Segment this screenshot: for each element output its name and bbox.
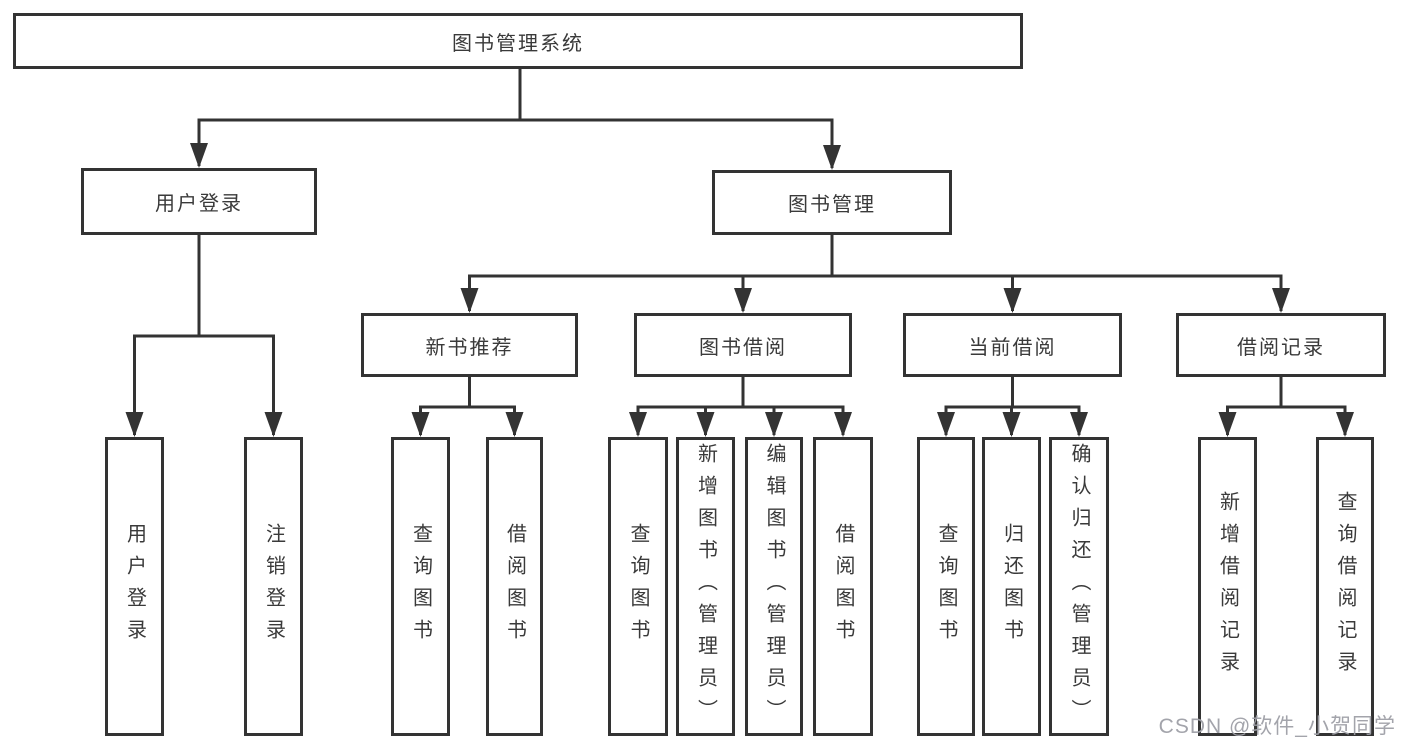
node-book-management: 图书管理 <box>712 170 952 235</box>
arrowhead <box>696 412 715 437</box>
node-label: 查询借阅记录 <box>1334 490 1356 683</box>
arrowhead <box>411 412 430 437</box>
node-leaf-edit-book-admin: 编辑图书（管理员） <box>745 437 803 736</box>
node-leaf-query-books-1: 查询图书 <box>391 437 450 736</box>
node-label: 借阅图书 <box>832 522 854 651</box>
node-label: 借阅图书 <box>503 522 526 651</box>
node-leaf-borrow-books-1: 借阅图书 <box>486 437 543 736</box>
csdn-watermark: CSDN @软件_小贺同学 <box>1158 715 1396 738</box>
node-book-borrow: 图书借阅 <box>634 313 852 377</box>
node-label: 用户登录 <box>155 193 243 215</box>
node-label: 确认归还（管理员） <box>1068 442 1090 731</box>
node-label: 查询图书 <box>627 522 649 651</box>
node-label: 归还图书 <box>1000 522 1023 651</box>
connector-bookborrow-to-leaves <box>636 377 845 435</box>
node-leaf-query-books-2: 查询图书 <box>608 437 668 736</box>
arrowhead <box>460 288 479 313</box>
arrowhead <box>505 412 524 437</box>
arrowhead <box>834 412 852 437</box>
node-label: 新增借阅记录 <box>1216 490 1239 683</box>
node-label: 图书管理系统 <box>452 32 584 55</box>
arrowhead <box>264 412 283 437</box>
node-leaf-logout: 注销登录 <box>244 437 303 736</box>
arrowhead <box>937 412 955 437</box>
node-leaf-user-login: 用户登录 <box>105 437 164 736</box>
arrowhead <box>1070 412 1088 437</box>
node-label: 图书借阅 <box>699 336 787 359</box>
node-current-borrow: 当前借阅 <box>903 313 1122 377</box>
node-label: 编辑图书（管理员） <box>763 442 785 731</box>
node-label: 新增图书（管理员） <box>694 442 717 731</box>
node-label: 当前借阅 <box>968 336 1057 359</box>
node-label: 图书管理 <box>788 194 876 216</box>
arrowhead <box>823 145 841 170</box>
node-leaf-query-books-3: 查询图书 <box>917 437 975 736</box>
connector-root-to-level2 <box>197 69 834 168</box>
node-label: 查询图书 <box>409 522 432 651</box>
node-leaf-return-book: 归还图书 <box>982 437 1041 736</box>
node-user-login: 用户登录 <box>81 168 317 235</box>
node-new-book-recommend: 新书推荐 <box>361 313 578 377</box>
node-leaf-add-book-admin: 新增图书（管理员） <box>676 437 735 736</box>
node-label: 查询图书 <box>935 522 957 651</box>
connector-newbook-to-leaves <box>419 377 516 435</box>
connector-userlogin-to-leaves <box>133 233 275 435</box>
arrowhead <box>1272 288 1290 313</box>
node-label: 新书推荐 <box>425 336 514 359</box>
arrowhead <box>765 412 783 437</box>
connector-borrowrecord-to-leaves <box>1226 377 1347 435</box>
arrowhead <box>1218 412 1237 437</box>
arrowhead <box>734 288 752 313</box>
node-library-management-system: 图书管理系统 <box>13 13 1023 69</box>
node-label: 注销登录 <box>262 522 285 651</box>
connector-bookmgmt-to-level3 <box>468 235 1283 311</box>
node-label: 用户登录 <box>123 522 146 651</box>
arrowhead <box>190 143 208 168</box>
node-leaf-query-borrow-record: 查询借阅记录 <box>1316 437 1374 736</box>
arrowhead <box>1002 412 1021 437</box>
node-label: 借阅记录 <box>1237 336 1325 359</box>
node-borrow-record: 借阅记录 <box>1176 313 1386 377</box>
node-leaf-borrow-books-2: 借阅图书 <box>813 437 873 736</box>
node-leaf-add-borrow-record: 新增借阅记录 <box>1198 437 1257 736</box>
arrowheads <box>125 143 1354 437</box>
arrowhead <box>1336 412 1354 437</box>
arrowhead <box>1003 288 1022 313</box>
node-leaf-confirm-return-admin: 确认归还（管理员） <box>1049 437 1109 736</box>
arrowhead <box>125 412 144 437</box>
arrowhead <box>629 412 647 437</box>
